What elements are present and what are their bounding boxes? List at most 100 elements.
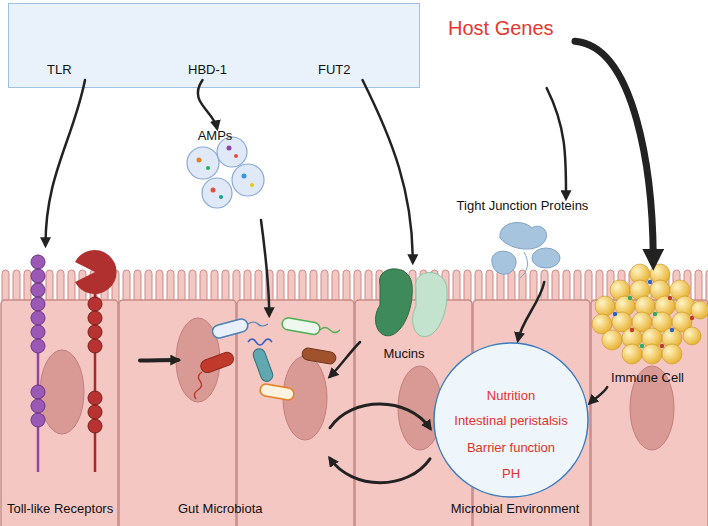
arrow-line — [575, 41, 653, 262]
node-label: AMPs — [185, 128, 245, 143]
tight-junction-proteins — [492, 223, 560, 278]
epithelium-part — [237, 300, 354, 526]
toll-like-receptors-part — [31, 255, 45, 427]
arrow-line — [330, 342, 360, 377]
node-label: Host Genes — [448, 17, 573, 40]
bacteria-part — [248, 322, 268, 326]
environment-circle: Microbial EnvironmentNutritionIntestinal… — [430, 340, 590, 520]
arrow-connector — [590, 387, 607, 403]
toll-like-receptors-part-part — [88, 325, 102, 339]
toll-like-receptors-part-part — [31, 413, 45, 427]
amp-cluster-part-part — [242, 174, 247, 179]
toll-like-receptors-part-part — [31, 297, 45, 311]
immune-dots-part — [670, 328, 674, 332]
amp-cluster-part-part — [197, 158, 202, 163]
immune-cell-part — [602, 330, 622, 350]
microbiota-group: Gut Microbiota — [178, 315, 330, 520]
bacteria-part — [259, 383, 295, 401]
immune-cell-part — [683, 327, 701, 345]
toll-like-receptors-part-part — [31, 325, 45, 339]
node-text: Nutrition — [430, 388, 592, 403]
bacteria-part — [252, 347, 275, 383]
node-label: Mucins — [360, 346, 448, 361]
mucins-part — [376, 269, 413, 336]
immune-cell — [592, 264, 708, 364]
toll-like-receptors-part-part — [31, 283, 45, 297]
receptor-group: Toll-like Receptors — [5, 245, 140, 520]
bacteria-part — [320, 328, 340, 333]
arrow-line — [46, 80, 86, 245]
node-label: FUT2 — [318, 62, 378, 77]
node-label: Immune Cell — [590, 370, 705, 385]
mucins — [376, 269, 448, 337]
bacteria — [194, 317, 340, 401]
arrow-line — [547, 88, 566, 198]
toll-like-receptors-part-part — [88, 297, 102, 311]
arrow-connector — [140, 360, 178, 361]
epithelium-part — [591, 300, 708, 526]
toll-like-receptors-part-part — [88, 311, 102, 325]
tight-junction-proteins-part — [532, 248, 560, 268]
toll-like-receptors-part — [75, 250, 117, 294]
node-label: TLR — [47, 62, 107, 77]
node-label: HBD-1 — [188, 62, 248, 77]
node-text: PH — [430, 466, 592, 481]
amp-cluster-part-part — [202, 178, 232, 208]
mucins-part — [413, 273, 447, 337]
immune-cell-part — [622, 344, 642, 364]
immune-dots-part — [628, 296, 632, 300]
immune-dots-part — [640, 344, 644, 348]
arrow-connector — [547, 88, 566, 198]
arrow-line — [198, 80, 217, 128]
bacteria-part — [199, 351, 235, 375]
arrow-connector — [198, 80, 217, 128]
bacteria-part — [248, 339, 272, 345]
bacteria-part — [281, 317, 321, 335]
immune-cell-part — [662, 344, 682, 364]
amp-cluster-part-part — [232, 164, 264, 196]
epithelium-part — [1, 300, 118, 526]
arrow-connector — [330, 404, 430, 483]
arrow-connector — [261, 220, 269, 315]
toll-like-receptors-part-part — [31, 269, 45, 283]
amp-cluster-part-part — [250, 183, 254, 187]
tight-junction-group: Tight Junction Proteins — [450, 198, 595, 282]
toll-like-receptors-part-part — [88, 391, 102, 405]
toll-like-receptors-part-part — [31, 339, 45, 353]
bacteria-part — [211, 318, 249, 340]
epithelium — [0, 268, 708, 526]
toll-like-receptors-part-part — [31, 311, 45, 325]
gene-icon: TLR — [40, 18, 115, 80]
immune-cell-part — [642, 344, 662, 364]
arrow-line — [363, 80, 413, 262]
immune-dots-part — [660, 344, 664, 348]
immune-dots — [613, 280, 694, 348]
immune-cell-part — [595, 296, 615, 316]
nuclei-part — [40, 350, 84, 434]
immune-dots-part — [630, 328, 634, 332]
gene-panel: Host GenesTLR HBD-1 FUT2 — [8, 3, 575, 88]
toll-like-receptors-part-part — [31, 385, 45, 399]
immune-dots-part — [653, 312, 657, 316]
amp-cluster-part-part — [211, 188, 216, 193]
amp-group: AMPs — [185, 128, 265, 220]
toll-like-receptors-part-part — [88, 419, 102, 433]
arrow-line — [330, 404, 430, 428]
tight-junction-proteins-part — [520, 252, 527, 278]
gene-icon: FUT2 — [310, 18, 385, 80]
node-text: Intestinal peristalsis — [430, 413, 592, 428]
node-label: Gut Microbiota — [178, 501, 318, 516]
toll-like-receptors-part-part — [88, 405, 102, 419]
arrow-line — [518, 282, 544, 340]
amp-cluster — [187, 137, 264, 208]
toll-like-receptors-part — [88, 297, 102, 433]
node-label: Tight Junction Proteins — [440, 198, 605, 213]
node-label: Toll-like Receptors — [7, 501, 137, 516]
amp-cluster-part — [187, 137, 264, 208]
arrow-connector — [575, 41, 653, 262]
arrow-line — [261, 220, 269, 315]
immune-dots-part — [690, 316, 694, 320]
bacteria-part — [301, 347, 337, 365]
